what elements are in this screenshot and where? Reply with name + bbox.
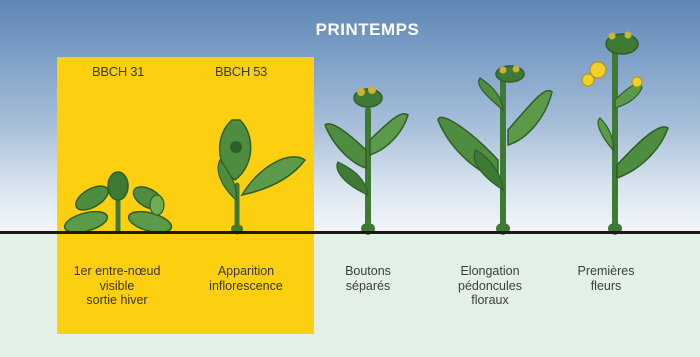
plant-stage-3-buttons-icon	[324, 86, 409, 235]
stage-label-4-line2: pédoncules	[458, 278, 522, 293]
plant-stage-4-elongation-icon	[437, 65, 553, 235]
stage-label-4-line1: Elongation	[460, 264, 520, 278]
stage-label-1-line3: sortie hiver	[86, 293, 148, 307]
stage-label-5-line2: fleurs	[590, 278, 622, 293]
stage-label-1-line1: 1er entre-nœud	[73, 264, 161, 278]
stage-label-3-line1: Boutons	[345, 264, 391, 278]
plant-stage-5-first-flowers-icon	[581, 31, 669, 235]
stage-label-5-line1: Premières	[577, 264, 635, 278]
ground-line	[0, 231, 700, 234]
stage-label-1: 1er entre-nœud visible sortie hiver	[57, 264, 177, 308]
bbch-code-31: BBCH 31	[92, 64, 145, 79]
stage-label-2-line1: Apparition	[217, 264, 275, 278]
bbch-code-53: BBCH 53	[215, 64, 268, 79]
plant-stage-1-rosette-icon	[63, 171, 173, 234]
stage-label-3-line2: séparés	[345, 278, 391, 293]
plant-stage-2-inflorescence-icon	[217, 119, 307, 235]
stage-label-3: Boutons séparés	[308, 264, 428, 293]
stage-label-2-line2: inflorescence	[209, 278, 283, 293]
season-title: PRINTEMPS	[315, 20, 420, 39]
stage-label-4: Elongation pédoncules floraux	[430, 264, 550, 308]
stage-label-4-line3: floraux	[471, 293, 509, 307]
stage-label-1-line2: visible	[99, 278, 135, 293]
stage-label-5: Premières fleurs	[546, 264, 666, 293]
stage-label-2: Apparition inflorescence	[186, 264, 306, 293]
